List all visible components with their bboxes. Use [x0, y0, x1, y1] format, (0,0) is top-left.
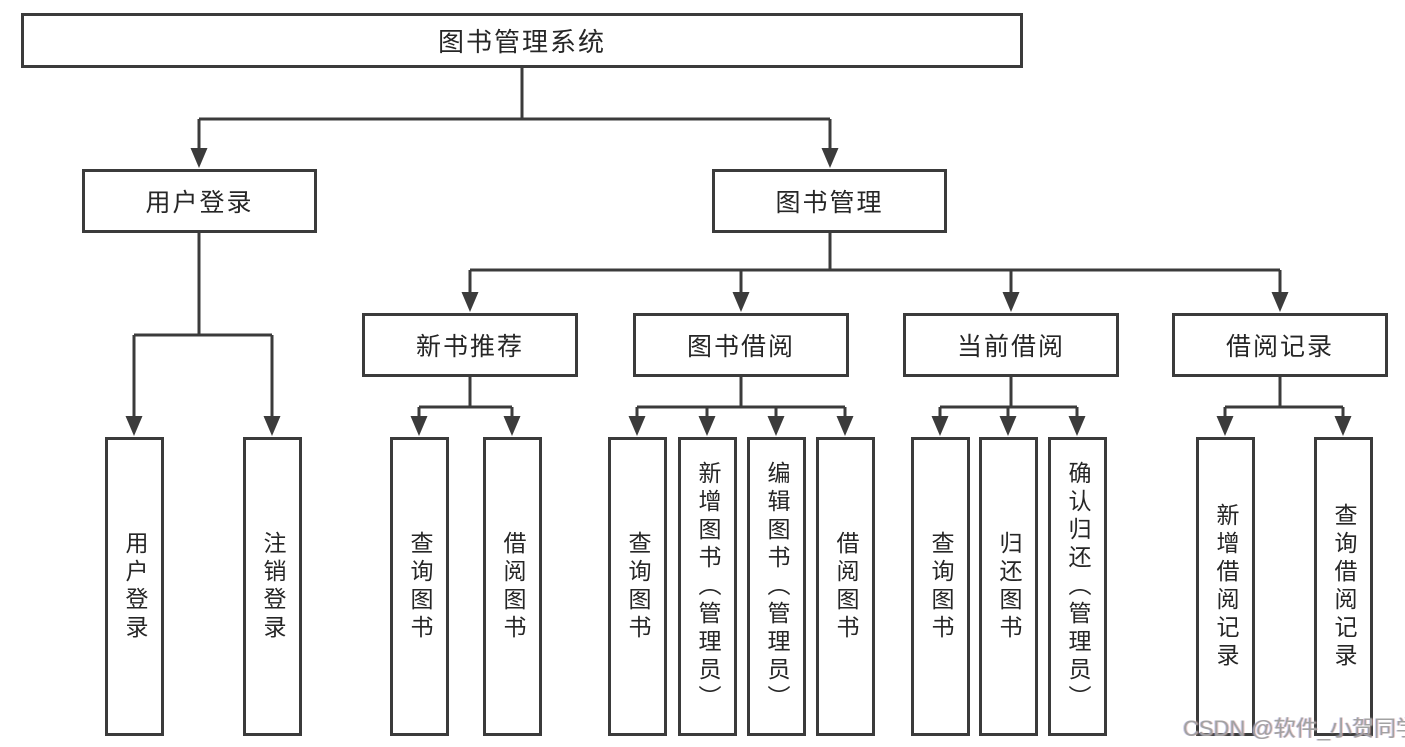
- connector-currentborrow-to-leaves: [938, 377, 1079, 420]
- arrowheads: [125, 148, 1352, 436]
- leaf-add-borrow-record-label: 新增借阅记录: [1213, 502, 1239, 671]
- leaf-query-books-current: 查询图书: [911, 437, 970, 736]
- leaf-query-books-borrowing: 查询图书: [608, 437, 667, 736]
- connector-userlogin-to-leaves: [132, 233, 274, 420]
- node-root: 图书管理系统: [21, 13, 1023, 68]
- node-new-book-recommendation: 新书推荐: [362, 313, 578, 377]
- arrowhead-icon: [836, 416, 854, 436]
- node-book-borrowing-label: 图书借阅: [686, 333, 795, 361]
- node-book-borrowing: 图书借阅: [633, 313, 849, 377]
- leaf-confirm-return-admin-label: 确认归还（管理员）: [1065, 460, 1091, 713]
- leaf-query-borrow-record: 查询借阅记录: [1314, 437, 1373, 736]
- node-root-label: 图书管理系统: [437, 27, 606, 57]
- leaf-query-books-recommendation: 查询图书: [390, 437, 449, 736]
- leaf-confirm-return-admin: 确认归还（管理员）: [1048, 437, 1107, 736]
- arrowhead-icon: [767, 416, 785, 436]
- node-user-login-label: 用户登录: [145, 189, 254, 217]
- arrowhead-icon: [503, 416, 521, 436]
- arrowhead-icon: [190, 148, 208, 168]
- leaf-borrow-books-recommendation-label: 借阅图书: [500, 530, 526, 643]
- arrowhead-icon: [931, 416, 949, 436]
- node-borrowing-records-label: 借阅记录: [1225, 333, 1334, 361]
- leaf-add-book-admin-label: 新增图书（管理员）: [695, 460, 721, 713]
- leaf-edit-book-admin-label: 编辑图书（管理员）: [764, 460, 790, 713]
- leaf-logout: 注销登录: [243, 437, 302, 736]
- connector-newbookrec-to-leaves: [417, 377, 514, 420]
- node-book-management: 图书管理: [712, 169, 947, 233]
- arrowhead-icon: [999, 416, 1017, 436]
- watermark: CSDN @软件_小贺同学: [1183, 716, 1405, 741]
- leaf-query-books-recommendation-label: 查询图书: [407, 530, 433, 643]
- leaf-query-books-borrowing-label: 查询图书: [625, 530, 651, 643]
- node-current-borrowing: 当前借阅: [903, 313, 1119, 377]
- connector-root-to-level2: [197, 68, 832, 152]
- leaf-borrow-books-recommendation: 借阅图书: [483, 437, 542, 736]
- arrowhead-icon: [263, 416, 281, 436]
- arrowhead-icon: [461, 292, 479, 312]
- node-user-login: 用户登录: [82, 169, 317, 233]
- connector-bookborrow-to-leaves: [635, 377, 847, 420]
- leaf-query-books-current-label: 查询图书: [928, 530, 954, 643]
- arrowhead-icon: [1216, 416, 1234, 436]
- arrowhead-icon: [1002, 292, 1020, 312]
- leaf-user-login: 用户登录: [105, 437, 164, 736]
- arrowhead-icon: [628, 416, 646, 436]
- leaf-borrow-books: 借阅图书: [816, 437, 875, 736]
- arrowhead-icon: [1271, 292, 1289, 312]
- connector-bookmgmt-to-level3: [468, 233, 1282, 296]
- arrowhead-icon: [732, 292, 750, 312]
- arrowhead-icon: [125, 416, 143, 436]
- leaf-edit-book-admin: 编辑图书（管理员）: [747, 437, 806, 736]
- node-borrowing-records: 借阅记录: [1172, 313, 1388, 377]
- leaf-borrow-books-label: 借阅图书: [833, 530, 859, 643]
- leaf-logout-label: 注销登录: [260, 530, 286, 643]
- leaf-return-books: 归还图书: [979, 437, 1038, 736]
- node-book-management-label: 图书管理: [775, 189, 884, 217]
- arrowhead-icon: [1334, 416, 1352, 436]
- arrowhead-icon: [821, 148, 839, 168]
- leaf-add-borrow-record: 新增借阅记录: [1196, 437, 1255, 736]
- connector-borrowrecords-to-leaves: [1223, 377, 1345, 420]
- leaf-add-book-admin: 新增图书（管理员）: [678, 437, 737, 736]
- arrowhead-icon: [410, 416, 428, 436]
- arrowhead-icon: [1068, 416, 1086, 436]
- node-current-borrowing-label: 当前借阅: [956, 333, 1065, 361]
- leaf-user-login-label: 用户登录: [122, 530, 148, 643]
- arrowhead-icon: [698, 416, 716, 436]
- node-new-book-recommendation-label: 新书推荐: [415, 333, 524, 361]
- leaf-query-borrow-record-label: 查询借阅记录: [1331, 502, 1357, 671]
- leaf-return-books-label: 归还图书: [996, 530, 1022, 643]
